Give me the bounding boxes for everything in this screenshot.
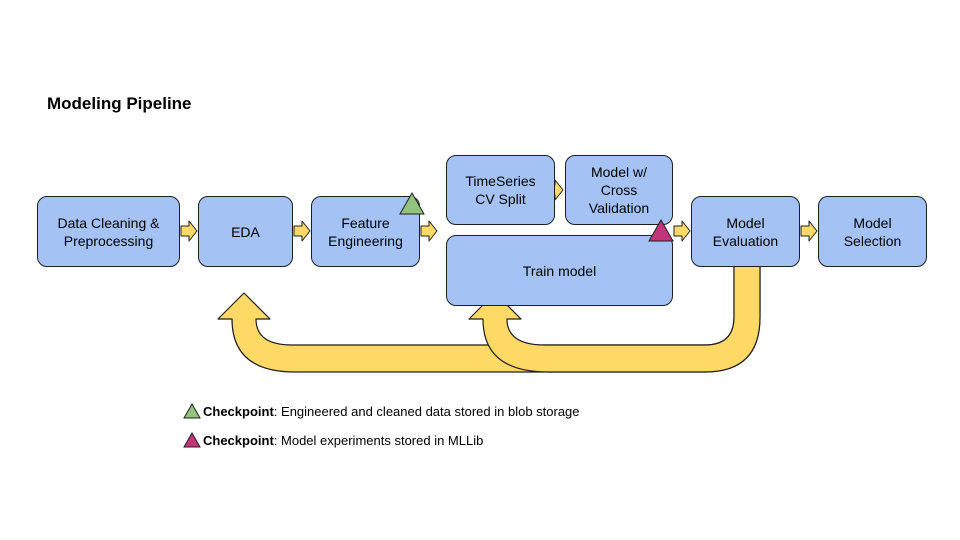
node-eda: EDA (198, 196, 293, 267)
legend-text: : Model experiments stored in MLLib (273, 432, 484, 448)
checkpoint-green-triangle-icon (399, 192, 425, 215)
node-model-evaluation: Model Evaluation (691, 196, 800, 267)
legend-label: Checkpoint (203, 403, 274, 419)
legend-label: Checkpoint (203, 432, 274, 448)
flow-arrow-cleaning-to-eda (180, 220, 198, 242)
flow-arrow-training-to-evaluation (673, 220, 691, 242)
flow-arrow-evaluation-to-selection (800, 220, 818, 242)
legend-green-triangle-icon (183, 403, 201, 419)
diagram-title: Modeling Pipeline (47, 94, 192, 113)
legend-text: : Engineered and cleaned data stored in … (273, 403, 580, 419)
flow-arrow-eda-to-feature (293, 220, 311, 242)
flow-arrow-feature-to-training (420, 220, 438, 242)
node-model-cross-validation: Model w/ Cross Validation (565, 155, 673, 225)
node-data-cleaning: Data Cleaning & Preprocessing (37, 196, 180, 267)
feedback-arrow-to-train (468, 265, 761, 373)
checkpoint-magenta-triangle-icon (648, 219, 674, 242)
node-feature-engineering: Feature Engineering (311, 196, 420, 267)
legend-item-magenta: Checkpoint: Model experiments stored in … (183, 432, 483, 448)
node-timeseries-split: TimeSeries CV Split (446, 155, 555, 225)
node-model-selection: Model Selection (818, 196, 927, 267)
legend-item-green: Checkpoint: Engineered and cleaned data … (183, 403, 580, 419)
legend-magenta-triangle-icon (183, 432, 201, 448)
node-train-model: Train model (446, 235, 673, 306)
